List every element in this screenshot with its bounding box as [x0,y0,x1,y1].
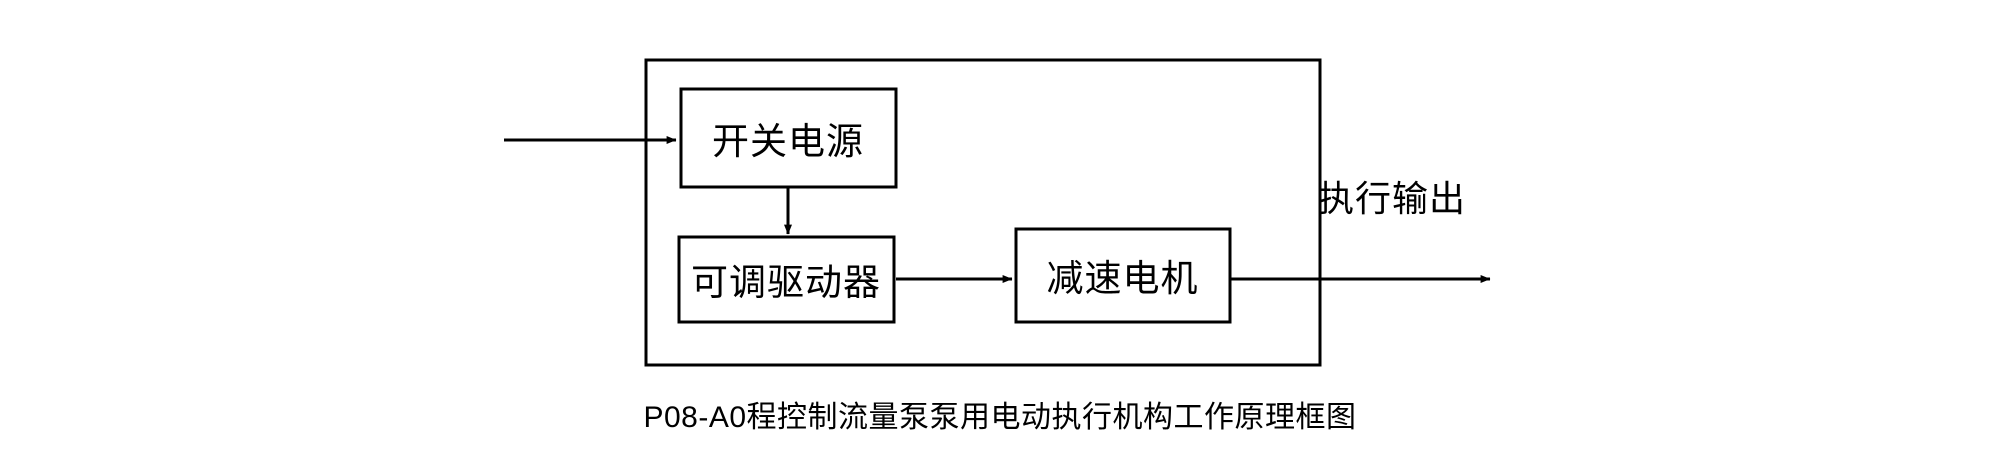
gear-motor-label: 减速电机 [1046,258,1199,299]
actuator-enclosure-outline [644,58,1322,367]
adjustable-driver-box[interactable] [677,235,896,324]
output-label: 执行输出 [1318,178,1467,219]
gear-motor-box[interactable] [1014,227,1232,324]
switching-power-supply-box[interactable] [679,87,898,189]
adjustable-driver-label: 可调驱动器 [691,262,881,303]
switching-power-supply-label: 开关电源 [712,120,864,162]
diagram-caption: P08-A0程控制流量泵泵用电动执行机构工作原理框图 [643,401,1357,434]
